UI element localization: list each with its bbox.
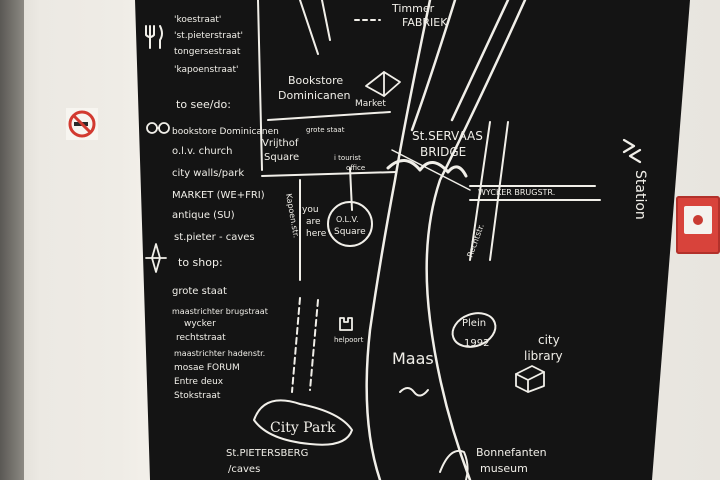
helpoort-label: helpoort	[334, 336, 364, 344]
helpoort-icon	[339, 317, 353, 331]
bridge-label-2: BRIDGE	[420, 145, 466, 159]
see-do-item-6: st.pieter - caves	[174, 232, 255, 243]
bookstore-label-1: Bookstore	[288, 74, 343, 87]
bonnefanten-label-1: Bonnefanten	[476, 446, 547, 459]
tourist-office-1: i tourist	[334, 154, 361, 162]
glasses-icon	[146, 122, 170, 134]
timmer-label-1: Timmer	[391, 2, 435, 15]
see-do-item-4: MARKET (WE+FRI)	[172, 190, 265, 201]
wycker-brugstr-label: WYCKER BRUGSTR.	[478, 188, 555, 197]
shop-heading: to shop:	[178, 256, 223, 269]
grote-staat-label: grote staat	[306, 126, 345, 134]
bridge-label-1: St.SERVAAS	[412, 129, 483, 143]
fire-alarm-button	[693, 215, 703, 225]
food-street-2: 'st.pieterstraat'	[174, 31, 243, 41]
bookstore-label-2: Dominicanen	[278, 89, 351, 102]
station-logo-icon	[622, 138, 642, 164]
bonnefanten-label-2: museum	[480, 462, 528, 475]
shop-item-4: rechtstraat	[176, 333, 226, 343]
shop-item-6: mosae FORUM	[174, 363, 240, 373]
city-park-label: City Park	[270, 420, 336, 436]
see-do-item-1: bookstore Dominicanen	[172, 127, 279, 137]
vrijthof-label-2: Square	[264, 152, 299, 163]
library-label-1: city	[538, 333, 560, 347]
bonnefanten-outline	[439, 450, 469, 480]
market-label: Market	[355, 99, 386, 109]
you-are-here-3: here	[306, 229, 327, 239]
door-frame	[0, 0, 24, 480]
see-do-item-5: antique (SU)	[172, 210, 235, 221]
food-street-4: 'kapoenstraat'	[174, 65, 238, 75]
book-icon	[365, 71, 401, 97]
shop-item-3: wycker	[184, 319, 216, 329]
fire-alarm-icon	[676, 196, 720, 254]
compass-rose-icon	[145, 243, 167, 273]
pietersberg-label-1: St.PIETERSBERG	[226, 448, 308, 459]
legend-divider	[257, 0, 263, 171]
city-park-outline	[253, 399, 353, 446]
river-wave-icon	[399, 387, 429, 397]
olv-square-circle	[327, 201, 373, 247]
streets	[261, 0, 601, 393]
pietersberg-label-2: /caves	[228, 464, 260, 475]
timmer-label-2: FABRIEK	[402, 16, 448, 29]
plein-label-2: 1992	[464, 338, 489, 349]
library-box-icon	[515, 365, 545, 393]
maas-label: Maas	[392, 349, 434, 368]
vrijthof-label-1: Vrijthof	[262, 138, 299, 149]
shop-item-5: maastrichter hadenstr.	[174, 349, 265, 358]
olv-square-1: O.L.V.	[336, 215, 359, 224]
plein-outline	[451, 312, 497, 348]
tourist-office-2: office	[346, 164, 365, 172]
see-do-item-2: o.l.v. church	[172, 146, 232, 157]
see-do-item-3: city walls/park	[172, 168, 244, 179]
st-servaas-bridge	[386, 149, 471, 191]
you-are-here-2: are	[306, 217, 321, 227]
plein-label-1: Plein	[462, 318, 486, 329]
station-label: Station	[632, 170, 648, 220]
no-smoking-icon	[66, 108, 98, 140]
shop-item-1: grote staat	[172, 286, 227, 297]
olv-square-2: Square	[334, 227, 366, 237]
legend: 'koestraat' 'st.pieterstraat' tongersest…	[145, 15, 279, 401]
library-label-2: library	[524, 349, 563, 363]
see-do-heading: to see/do:	[176, 98, 231, 111]
you-are-here-1: you	[302, 205, 319, 215]
shop-item-7: Entre deux	[174, 377, 224, 387]
fork-knife-icon	[145, 25, 163, 49]
shop-item-8: Stokstraat	[174, 391, 221, 401]
shop-item-2: maastrichter brugstraat	[172, 307, 268, 316]
food-street-3: tongersestraat	[174, 47, 241, 57]
food-street-1: 'koestraat'	[174, 15, 221, 25]
river-maas	[365, 0, 527, 480]
